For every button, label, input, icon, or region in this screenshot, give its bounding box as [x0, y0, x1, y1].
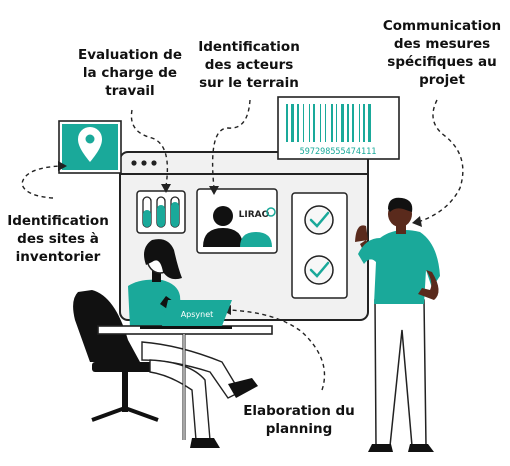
slider-icon: [136, 190, 186, 234]
label-identification-acteurs: Identification des acteurs sur le terrai…: [198, 39, 300, 91]
label-communication-mesures: Communication des mesures spécifiques au…: [382, 18, 502, 88]
checkmark-icon: [304, 205, 334, 235]
lirao-card: LIRAO: [196, 188, 278, 254]
label-elaboration-planning: Elaboration du planning: [243, 403, 355, 437]
woman-at-desk: Apsynet: [73, 239, 273, 448]
location-pin-icon: [58, 120, 122, 174]
checkmark-icon: [304, 255, 334, 285]
lirao-logo: LIRAO: [239, 210, 270, 220]
arrowheads: [58, 161, 422, 315]
checklist-card: [291, 192, 348, 299]
label-identification-sites: Identification des sites à inventorier: [7, 213, 109, 265]
standing-man: [355, 197, 440, 452]
label-evaluation-charge: Evaluation de la charge de travail: [78, 47, 182, 99]
laptop-brand: Apsynet: [181, 310, 214, 319]
barcode-number: 597298555474111: [300, 147, 377, 157]
barcode-icon: 597298555474111: [277, 96, 400, 160]
person-icon: [203, 206, 243, 247]
dashed-arrows: [21, 99, 464, 391]
